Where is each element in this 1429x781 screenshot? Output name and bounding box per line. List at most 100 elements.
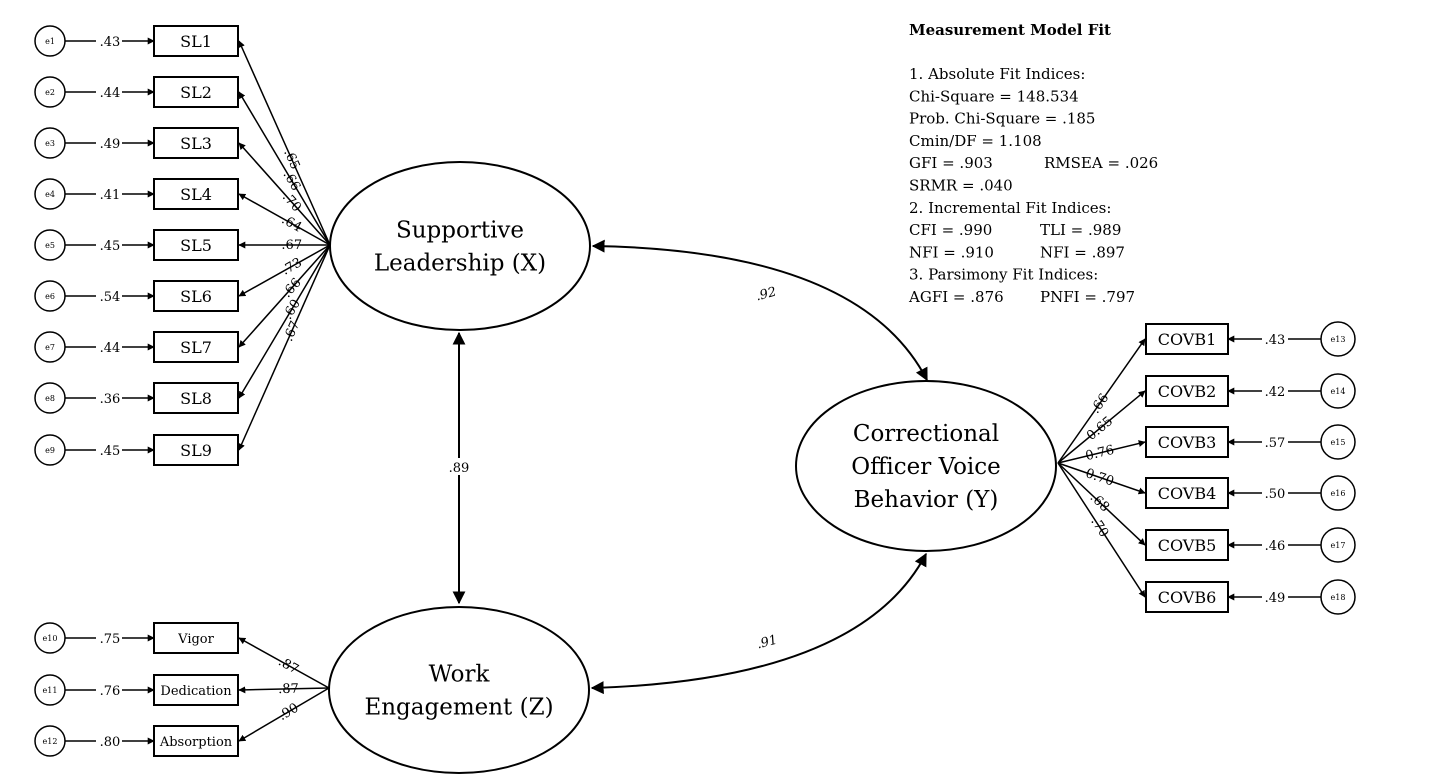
indicator-label: Vigor: [177, 632, 214, 647]
error-term-label: e6: [45, 292, 55, 301]
fit-index-line: Chi-Square = 148.534: [909, 87, 1079, 105]
label-mask: [1262, 434, 1288, 449]
loading-label: 0.70: [1083, 466, 1115, 490]
indicator-label: COVB1: [1158, 330, 1217, 349]
fit-title: Measurement Model Fit: [909, 21, 1111, 39]
correlation-arrow-xy: [591, 239, 928, 382]
indicator-box: [1145, 529, 1229, 561]
indicator-label: SL5: [180, 236, 212, 255]
label-mask: [96, 339, 122, 354]
label-mask: [96, 390, 122, 405]
loading-arrow: [1057, 462, 1146, 495]
r-squared-label: .42: [1265, 385, 1286, 400]
indicator-label: COVB2: [1158, 382, 1217, 401]
error-term-label: e10: [43, 634, 58, 643]
label-mask: [96, 288, 122, 303]
latent-z-label: Engagement (Z): [364, 695, 553, 721]
loading-arrow: [238, 244, 331, 399]
loading-label: .87: [278, 682, 299, 697]
latent-x-label: Supportive: [396, 218, 524, 244]
loading-label: .67: [281, 238, 302, 253]
r-squared-label: .43: [100, 35, 121, 50]
indicator-label: SL1: [180, 32, 212, 51]
label-mask: [96, 630, 122, 645]
label-mask: [446, 458, 473, 475]
error-term-label: e13: [1331, 335, 1346, 344]
indicator-box: [153, 280, 239, 312]
correlation-arrow-zy: [590, 552, 927, 695]
loading-arrow: [238, 637, 330, 689]
error-term-circle: [34, 725, 66, 757]
error-term-circle: [34, 382, 66, 414]
indicator-label: COVB3: [1158, 433, 1217, 452]
fit-index-line: 2. Incremental Fit Indices:: [909, 199, 1111, 217]
error-term-label: e14: [1331, 387, 1346, 396]
error-term-circle: [1320, 373, 1356, 409]
label-mask: [96, 682, 122, 697]
latent-z-label: Work: [429, 662, 491, 688]
loading-label: .73: [279, 255, 304, 278]
latent-y-ellipse: [795, 380, 1057, 552]
indicator-box: [1145, 581, 1229, 613]
error-term-circle: [1320, 527, 1356, 563]
loading-arrow: [1057, 338, 1146, 464]
label-mask: [1262, 383, 1288, 398]
fit-index-line: PNFI = .797: [1040, 288, 1135, 306]
indicator-box: [1145, 477, 1229, 509]
r-squared-label: .46: [1265, 539, 1286, 554]
latent-x-ellipse: [329, 161, 591, 331]
fit-index-line: SRMR = .040: [909, 177, 1013, 195]
error-term-label: e16: [1331, 489, 1346, 498]
indicator-box: [1145, 375, 1229, 407]
indicator-box: [1145, 323, 1229, 355]
label-mask: [96, 186, 122, 201]
loading-arrow: [238, 687, 330, 742]
loading-arrow: [238, 244, 331, 297]
r-squared-label: .80: [100, 735, 121, 750]
correlation-label-xy: .92: [754, 285, 778, 305]
loading-arrow: [238, 244, 331, 451]
loading-arrow: [238, 142, 331, 246]
latent-y-label: Officer Voice: [851, 454, 1001, 480]
error-term-circle: [1320, 321, 1356, 357]
fit-index-line: GFI = .903: [909, 154, 993, 172]
indicator-label: SL3: [180, 134, 212, 153]
label-mask: [96, 33, 122, 48]
label-mask: [96, 733, 122, 748]
indicator-label: SL4: [180, 185, 212, 204]
indicator-box: [153, 622, 239, 654]
error-term-circle: [34, 674, 66, 706]
loading-arrow: [1057, 462, 1146, 598]
error-term-label: e1: [45, 37, 55, 46]
fit-index-line: 1. Absolute Fit Indices:: [909, 65, 1085, 83]
indicator-label: SL7: [180, 338, 212, 357]
loading-label: .64: [279, 212, 304, 235]
loading-label: 0.76: [1084, 443, 1116, 464]
label-mask: [96, 442, 122, 457]
fit-index-line: RMSEA = .026: [1044, 154, 1158, 172]
indicator-label: COVB4: [1158, 484, 1217, 503]
indicator-box: [153, 725, 239, 757]
error-term-circle: [34, 280, 66, 312]
indicator-box: [153, 382, 239, 414]
error-term-circle: [34, 434, 66, 466]
r-squared-label: .43: [1265, 333, 1286, 348]
indicator-box: [1145, 426, 1229, 458]
indicator-box: [153, 434, 239, 466]
loading-label: .60: [280, 297, 303, 322]
indicator-label: COVB6: [1158, 588, 1217, 607]
error-term-label: e8: [45, 394, 55, 403]
r-squared-label: .75: [100, 632, 121, 647]
label-mask: [96, 135, 122, 150]
error-term-circle: [34, 331, 66, 363]
indicator-box: [153, 127, 239, 159]
error-term-label: e11: [43, 686, 58, 695]
fit-index-line: TLI = .989: [1040, 221, 1121, 239]
indicator-label: SL6: [180, 287, 212, 306]
error-term-circle: [1320, 579, 1356, 615]
latent-y-label: Behavior (Y): [854, 487, 999, 513]
loading-label: .87: [276, 654, 301, 677]
r-squared-label: .44: [100, 86, 121, 101]
error-term-label: e12: [43, 737, 58, 746]
indicator-box: [153, 331, 239, 363]
